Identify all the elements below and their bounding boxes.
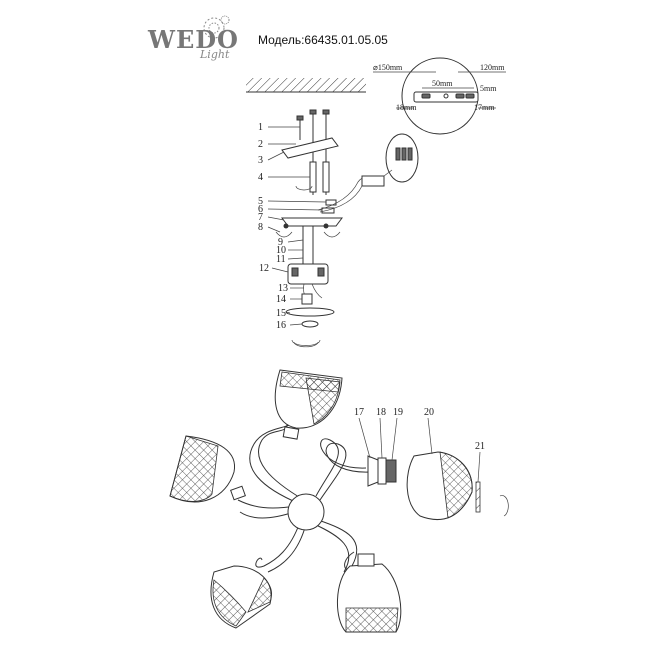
logo-swirl-icon xyxy=(203,15,230,39)
dim-right-height: 17mm xyxy=(474,103,495,112)
part-label-5: 5 xyxy=(258,196,263,207)
ceiling xyxy=(246,78,366,93)
part-label-8: 8 xyxy=(258,222,263,233)
part-label-1: 1 xyxy=(258,122,263,133)
model-label: Модель:66435.01.05.05 xyxy=(258,33,388,47)
dim-spacing: 50mm xyxy=(432,79,453,88)
part-label-3: 3 xyxy=(258,155,263,166)
part-label-13: 13 xyxy=(278,283,288,294)
mounting-assembly xyxy=(275,109,419,348)
chandelier xyxy=(169,339,509,633)
exploded-socket xyxy=(367,455,397,487)
brand-subname: Light xyxy=(199,48,230,61)
part-label-4: 4 xyxy=(258,172,263,183)
part-labels-mounting: 1 2 3 4 5 6 7 8 9 10 11 12 13 14 15 16 xyxy=(258,122,288,331)
part-label-10: 10 xyxy=(276,245,286,256)
brand-logo: WEDO Light xyxy=(147,15,239,61)
part-label-19: 19 xyxy=(393,407,403,418)
shade-bottom-left xyxy=(210,565,272,629)
part-label-11: 11 xyxy=(276,254,286,265)
part-label-6: 6 xyxy=(258,204,263,215)
part-label-14: 14 xyxy=(276,294,286,305)
leader-lines-shade xyxy=(358,417,481,483)
leader-lines xyxy=(267,126,327,326)
part-label-7: 7 xyxy=(258,212,263,223)
shade-bottom-right xyxy=(336,553,402,633)
part-label-17: 17 xyxy=(354,407,364,418)
shade-right xyxy=(406,451,473,521)
center-ball xyxy=(287,493,325,531)
part-label-16: 16 xyxy=(276,320,286,331)
rotate-arrow-icon xyxy=(499,495,509,517)
dim-slot: 5mm xyxy=(480,84,497,93)
part-label-15: 15 xyxy=(276,308,286,319)
bracket-detail: ⌀150mm 120mm 50mm 5mm 18mm 17mm xyxy=(373,57,506,135)
part-label-21: 21 xyxy=(475,441,485,452)
bulb-part xyxy=(475,481,481,513)
rotate-arrow-icon-2 xyxy=(291,339,321,346)
part-label-18: 18 xyxy=(376,407,386,418)
part-label-20: 20 xyxy=(424,407,434,418)
brand-name: WEDO xyxy=(147,25,239,54)
chandelier-arms xyxy=(237,419,371,573)
shade-left xyxy=(169,435,246,503)
dim-left-height: 18mm xyxy=(396,103,417,112)
part-label-9: 9 xyxy=(278,237,283,248)
dim-width: 120mm xyxy=(480,63,505,72)
shade-top xyxy=(274,369,343,440)
dim-diameter: ⌀150mm xyxy=(373,63,403,72)
part-labels-shade: 17 18 19 20 21 xyxy=(354,407,485,452)
part-label-12: 12 xyxy=(259,263,269,274)
part-label-2: 2 xyxy=(258,139,263,150)
